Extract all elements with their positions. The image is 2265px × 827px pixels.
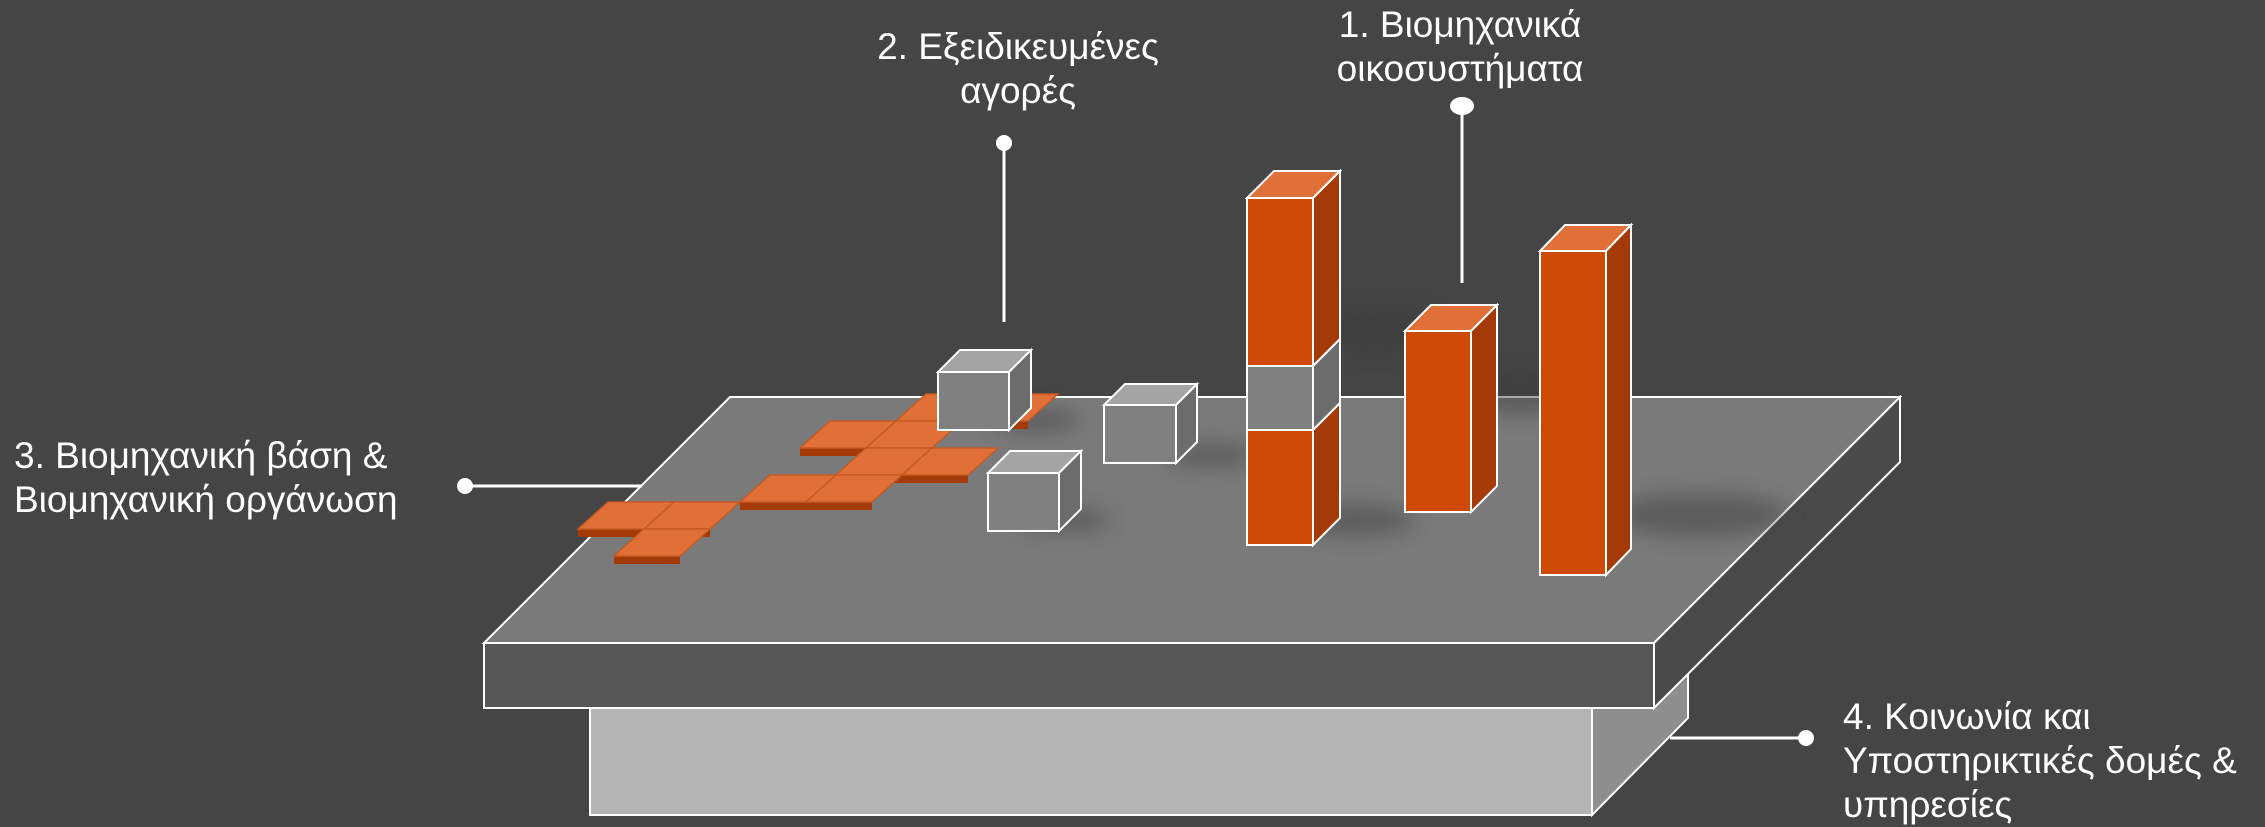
label-industrial-base-line2: Βιομηχανική οργάνωση (14, 479, 398, 520)
label-markets-line2: αγορές (960, 70, 1076, 111)
label-industrial-base: 3. Βιομηχανική βάση & Βιομηχανική οργάνω… (14, 434, 398, 522)
label-markets-line1: 2. Εξειδικευμένες (877, 26, 1159, 67)
label-industrial-base-line1: 3. Βιομηχανική βάση & (14, 435, 388, 476)
tile-edge-9 (578, 529, 644, 537)
tile-6 (900, 447, 1000, 476)
market-cube-1 (935, 347, 1034, 433)
market-cube-3 (985, 448, 1084, 534)
label-society-line3: υπηρεσίες (1843, 784, 2013, 825)
label-ecosystems: 1. Βιομηχανικά οικοσυστήματα (1300, 3, 1620, 91)
ecosystem-column-2 (1402, 302, 1500, 515)
tile-11 (612, 528, 712, 557)
tile-edge-3 (800, 448, 866, 456)
callout-industrial-base (457, 478, 642, 494)
ecosystem-column-3 (1537, 222, 1634, 578)
callout-markets (996, 135, 1012, 322)
label-society-line1: 4. Κοινωνία και (1843, 696, 2091, 737)
label-society: 4. Κοινωνία και Υποστηρικτικές δομές & υ… (1843, 695, 2237, 827)
tile-edge-11 (614, 556, 680, 564)
callout-ecosystems (1450, 97, 1474, 283)
callout-society (1670, 730, 1814, 746)
label-markets: 2. Εξειδικευμένες αγορές (858, 25, 1178, 113)
tile-edge-7 (740, 502, 806, 510)
tile-8 (804, 474, 904, 503)
label-society-line2: Υποστηρικτικές δομές & (1843, 740, 2237, 781)
ecosystem-column-1 (1244, 168, 1343, 548)
label-ecosystems-line2: οικοσυστήματα (1336, 48, 1584, 89)
tile-edge-8 (806, 502, 872, 510)
market-cube-2 (1101, 381, 1200, 466)
label-ecosystems-line1: 1. Βιομηχανικά (1338, 4, 1582, 45)
tile-edge-6 (902, 475, 968, 483)
